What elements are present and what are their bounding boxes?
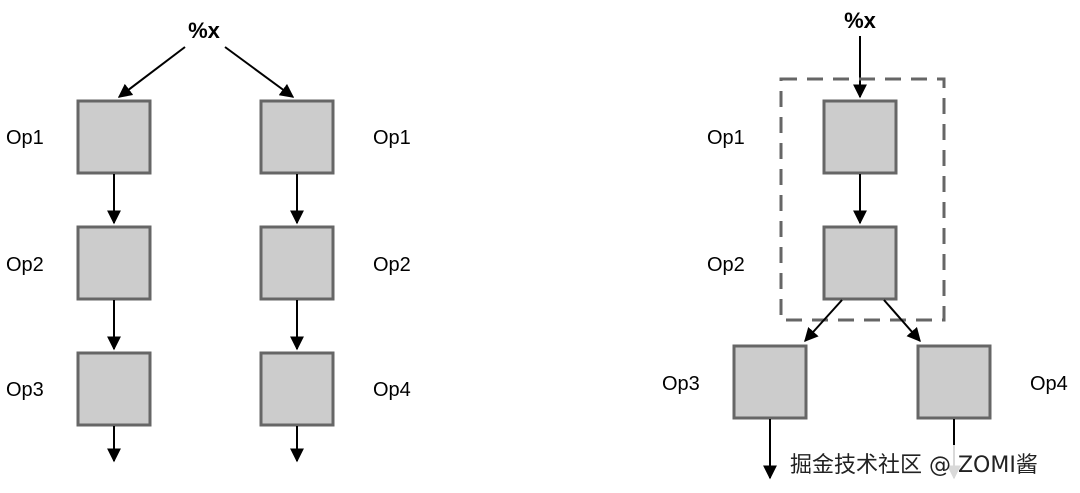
right-input-label: %x [844,8,877,33]
right-op3-box [732,344,808,420]
right-diagram: %x Op1 Op2 Op3 Op4 [662,8,1068,480]
right-edge-op2-op4 [883,299,921,343]
right-op4-box [916,344,992,420]
left-b-op4-label: Op4 [373,379,411,401]
watermark-text: 掘金技术社区 @ ZOMI酱 [790,453,1038,478]
left-b-op2-box [259,225,335,301]
left-b-op1-box [259,99,335,175]
right-op2-label: Op2 [707,254,745,276]
right-op4-label: Op4 [1030,373,1068,395]
left-edge-input-to-op1-b [224,46,295,98]
left-a-op3-box [76,351,152,427]
right-op1-box [822,99,898,175]
right-op2-box [822,225,898,301]
left-edge-input-to-op1-a [117,46,186,98]
left-a-op2-label: Op2 [6,254,44,276]
right-op3-label: Op3 [662,373,700,395]
left-a-op3-label: Op3 [6,379,44,401]
left-a-op2-box [76,225,152,301]
left-input-label: %x [188,18,221,43]
left-b-op2-label: Op2 [373,254,411,276]
left-b-op1-label: Op1 [373,127,411,149]
watermark-background [784,445,1074,481]
left-b-op4-box [259,351,335,427]
left-a-op1-box [76,99,152,175]
right-op1-label: Op1 [707,127,745,149]
right-edge-op2-op3 [804,299,843,343]
left-diagram: %x Op1 Op2 Op3 Op1 Op2 Op4 [6,18,411,463]
left-a-op1-label: Op1 [6,127,44,149]
watermark: 掘金技术社区 @ ZOMI酱 [784,445,1074,481]
fused-region-dashed-box [779,77,946,322]
